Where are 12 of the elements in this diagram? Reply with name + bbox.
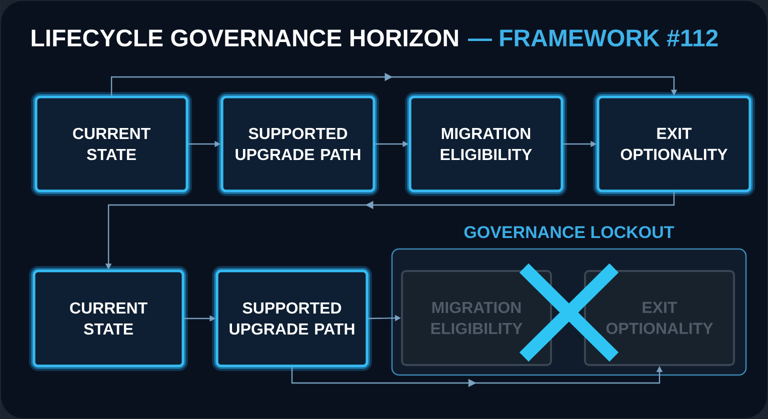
disabled-box: MIGRATION ELIGIBILITY — [401, 270, 552, 366]
process-box: CURRENT STATE — [29, 266, 188, 371]
disabled-box: EXIT OPTIONALITY — [584, 270, 735, 366]
group-heading: GOVERNANCE LOCKOUT — [464, 226, 674, 238]
subtitle: — FRAMEWORK #112 — [468, 30, 718, 46]
title: LIFECYCLE GOVERNANCE HORIZON — [32, 30, 458, 46]
process-box: MIGRATION ELIGIBILITY — [405, 92, 567, 196]
process-box: SUPPORTED UPGRADE PATH — [212, 266, 372, 371]
process-box: EXIT OPTIONALITY — [593, 92, 755, 196]
arrow — [110, 72, 678, 96]
process-box: CURRENT STATE — [31, 92, 192, 196]
process-box: SUPPORTED UPGRADE PATH — [217, 92, 379, 196]
